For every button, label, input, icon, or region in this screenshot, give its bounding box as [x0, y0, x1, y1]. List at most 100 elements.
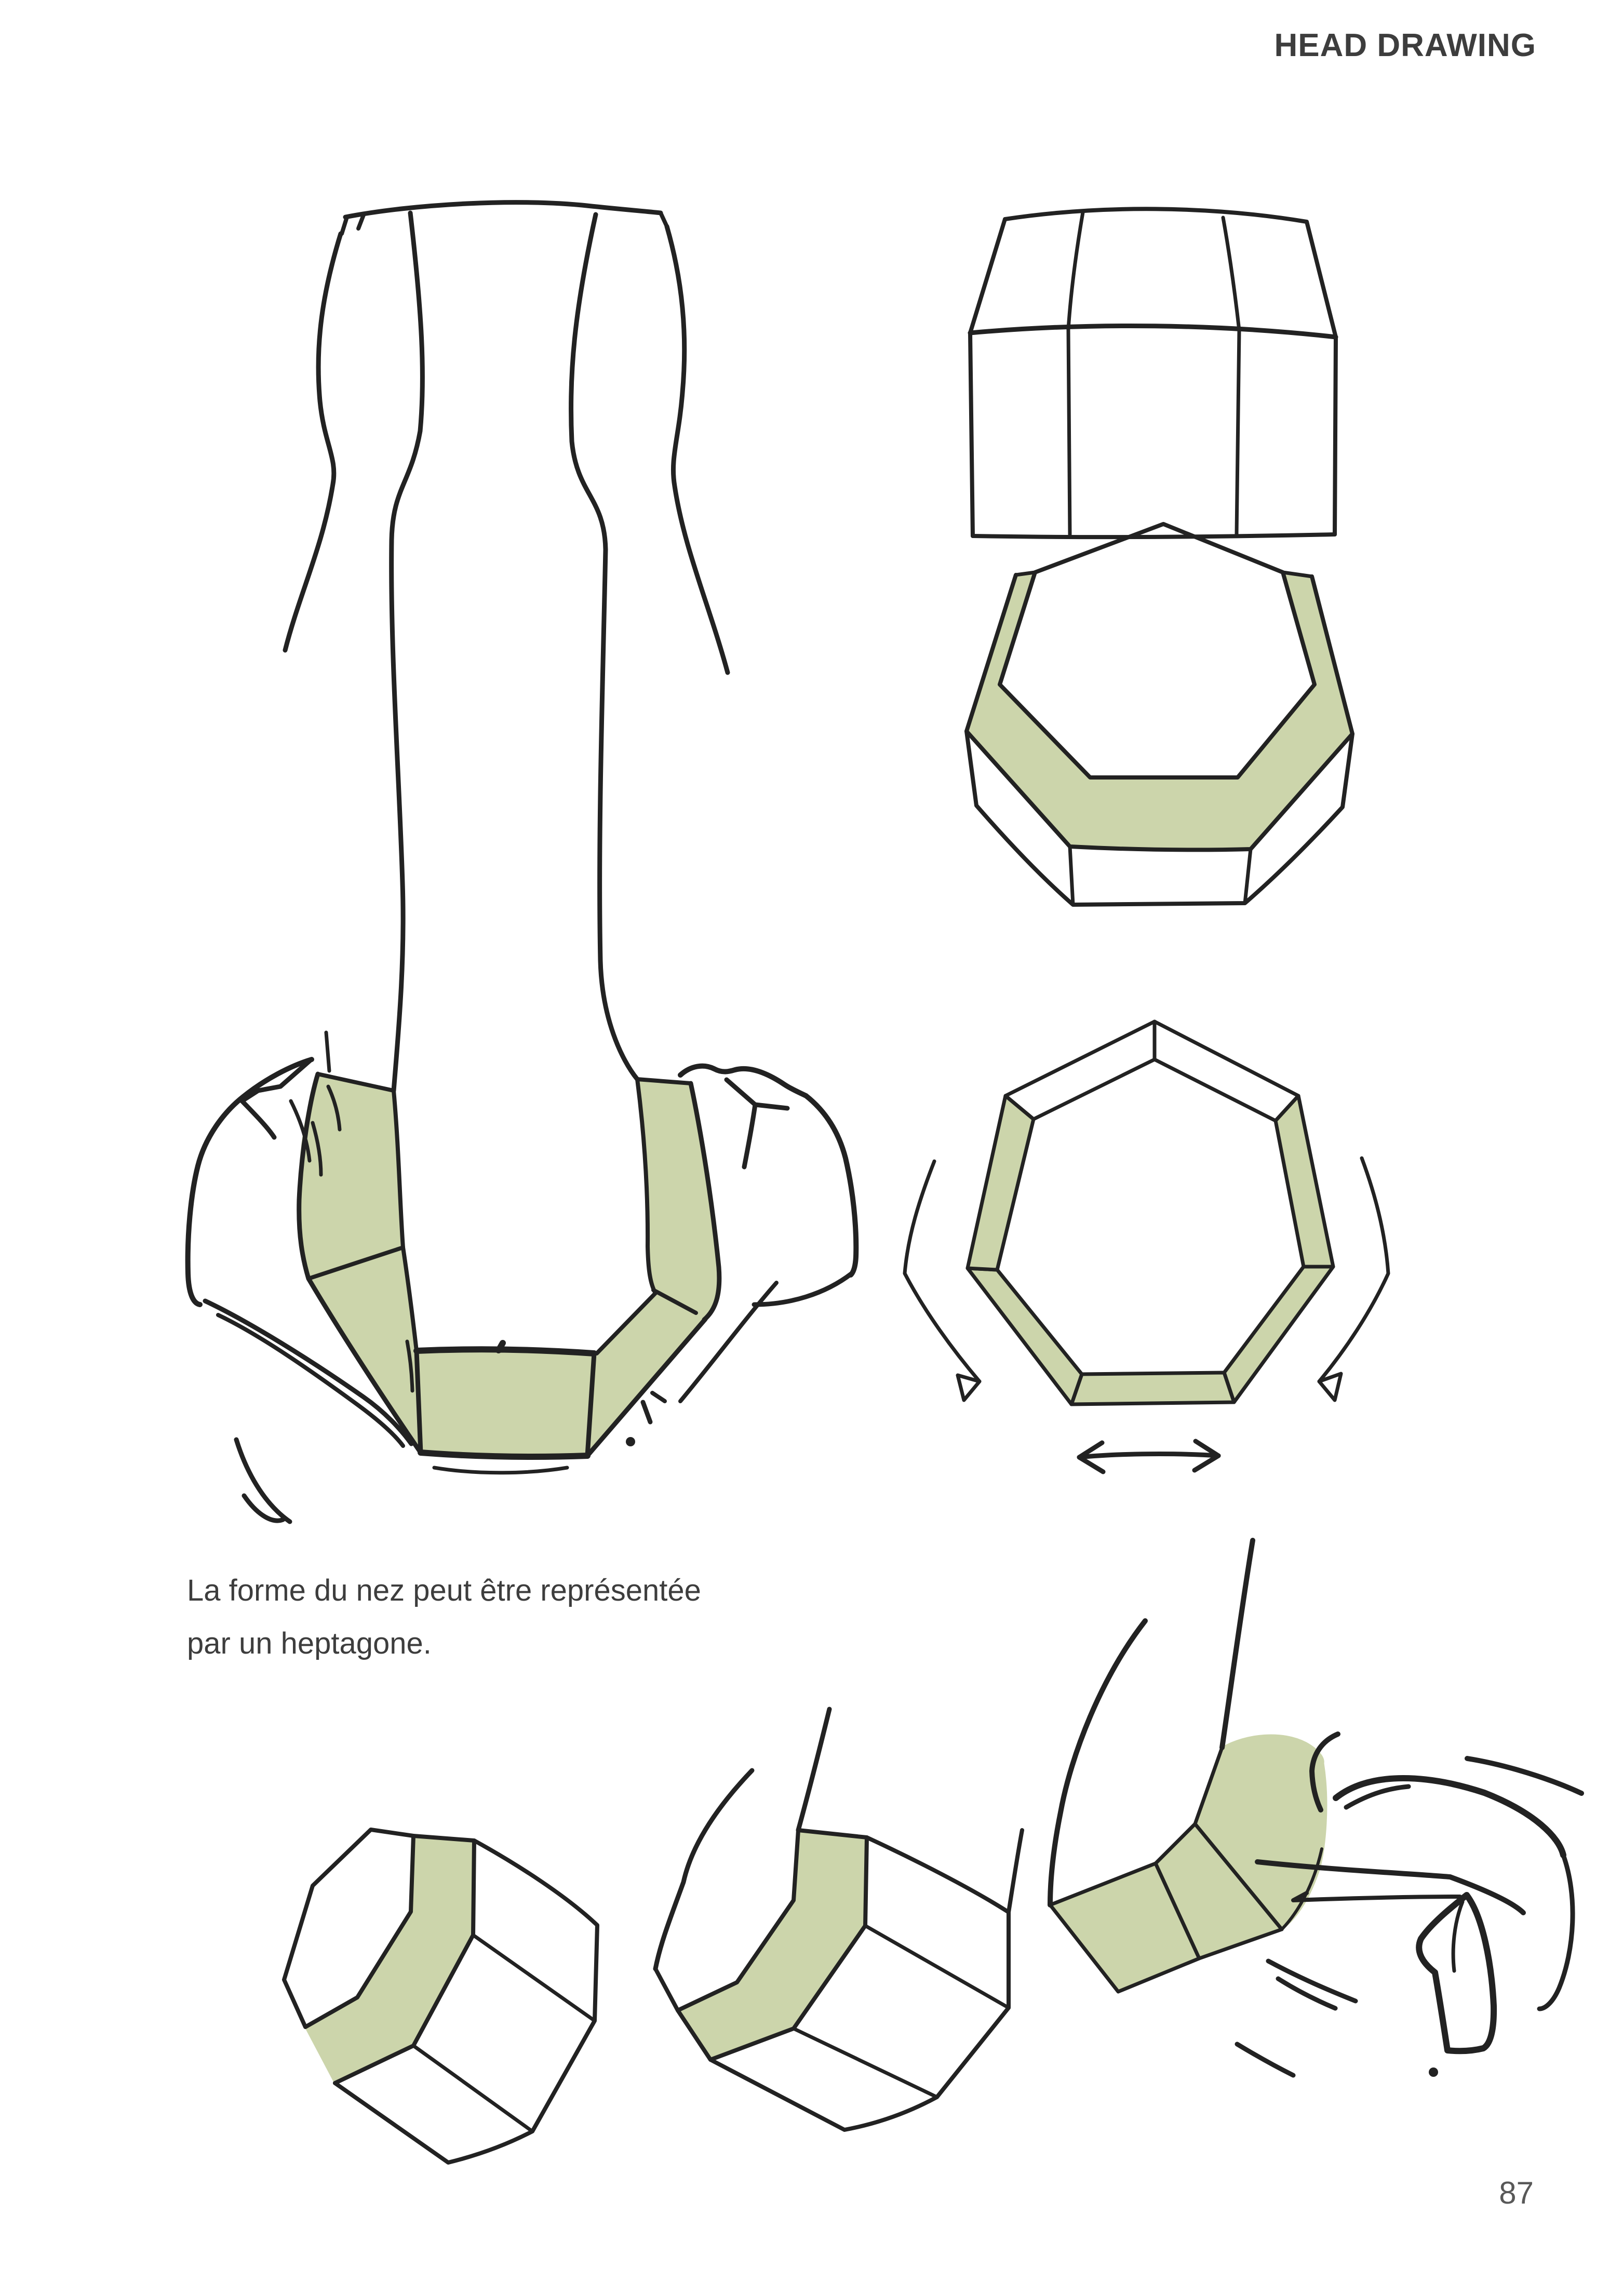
tip-plane-right-edge: [585, 1351, 597, 1458]
prism-wall-divider-right: [1243, 847, 1253, 905]
bridge-contour-right: [568, 212, 640, 1082]
front-nose-left-plane: [298, 1073, 404, 1280]
nostril-wing-right-y-mark: [724, 1077, 790, 1170]
sketch-cheek-line: [1465, 1756, 1584, 1796]
band-outer-edge-left: [297, 1071, 423, 1455]
figure-heptagon-ring: [903, 1019, 1390, 1474]
bridge-block-ridge-1: [863, 1924, 1011, 2010]
ring-panel-left: [965, 1094, 1036, 1272]
block-ridge-2: [411, 2044, 534, 2133]
tip-plane-left-edge: [414, 1348, 423, 1455]
sketch-smile-scribble-1: [1266, 1958, 1358, 2011]
box-front-right-edge: [1333, 335, 1338, 536]
bridge-block-inner-rail: [653, 1828, 800, 2012]
sketch-nostril-inner-line: [1451, 1900, 1465, 1973]
nostril-wing-left-outline: [185, 1057, 314, 1307]
ring-panel-lower-left: [965, 1266, 1084, 1406]
sketch-band-inner-rail: [1048, 1746, 1224, 1907]
block-face-outline: [282, 1828, 415, 2029]
band-top-edge-right: [635, 1077, 693, 1085]
left-rotation-arrow-icon: [903, 1159, 982, 1402]
band-inner-edge-right: [635, 1077, 658, 1295]
ring-panel-bottom: [1069, 1371, 1236, 1406]
sketch-dot: [1429, 2067, 1438, 2077]
nostril-wing-left-zigzag: [239, 1058, 313, 1140]
bridge-block-ridge-2: [792, 2026, 939, 2099]
nostril-wing-left-hatch-3: [326, 1084, 342, 1132]
band-bevel-inner-right: [595, 1291, 658, 1355]
front-nose-bottom-plane: [415, 1350, 595, 1457]
figure-planes-box: [968, 207, 1338, 540]
bridge-line-left: [653, 1768, 755, 1971]
figure-nose-sketch-three-quarter: [1048, 1538, 1584, 2078]
brow-notch-right: [659, 211, 669, 229]
bridge-line-right: [1007, 1828, 1024, 1914]
box-front-left-edge: [968, 331, 975, 538]
figure-nose-block-with-bridge: [653, 1707, 1024, 2132]
caption: La forme du nez peut être représentée pa…: [187, 1564, 966, 1670]
figure-nose-block-three-quarter: [282, 1828, 599, 2165]
sketch-crease-line: [1255, 1859, 1526, 1915]
sketch-wing-inner-line: [1344, 1784, 1411, 1810]
tip-plane-top-edge: [413, 1340, 597, 1357]
brow-line: [343, 200, 663, 220]
figure-front-nose: [185, 200, 859, 1524]
tip-plane-understroke: [432, 1466, 569, 1475]
prism-corner-connector-right: [1281, 570, 1314, 579]
box-top-edge: [1003, 207, 1309, 224]
band-bevel-outer-right: [585, 1317, 708, 1458]
nostril-dash-right-1: [650, 1391, 667, 1403]
nostril-wing-left-hatch-1: [289, 1099, 312, 1163]
tip-plane-bottom-edge: [418, 1449, 591, 1460]
prism-top-face: [998, 522, 1317, 780]
sketch-bridge-left: [1048, 1618, 1148, 1908]
prism-silhouette: [964, 573, 1354, 907]
sketch-green-ball: [1194, 1734, 1327, 1930]
box-front-top-edge: [968, 323, 1338, 340]
right-rotation-arrow-icon: [1317, 1156, 1390, 1402]
nostril-wing-right-outline: [678, 1063, 859, 1278]
bridge-contour-left: [389, 210, 425, 1093]
band-knuckle-left: [306, 1245, 405, 1281]
box-top-left-slant: [968, 217, 1007, 335]
box-front-bottom-edge: [971, 532, 1337, 540]
block-ridge-1: [471, 1933, 597, 2023]
orbital-contour-left: [283, 231, 343, 653]
prism-green-bottom: [1069, 776, 1252, 850]
band-outer-edge-right: [688, 1081, 722, 1322]
prism-green-bevel-left: [965, 683, 1091, 848]
nostril-scribble-left: [234, 1437, 292, 1524]
nostril-wing-left-bottom-1: [203, 1298, 414, 1446]
bridge-line-center: [796, 1707, 832, 1833]
box-top-divider-1: [1066, 210, 1085, 331]
orbital-contour-right: [664, 224, 730, 675]
box-front-divider-2: [1235, 328, 1241, 536]
nostril-dash-right-2: [640, 1400, 653, 1425]
page-number: 87: [1499, 2176, 1534, 2210]
sketch-wing-right-edge: [1537, 1852, 1575, 2011]
ring-panel-lower-right: [1222, 1265, 1335, 1404]
box-top-divider-2: [1221, 216, 1241, 332]
band-knuckle-right: [651, 1288, 698, 1315]
nostril-wing-left-hatch-2: [311, 1121, 323, 1177]
sketch-curl-stroke: [1309, 1731, 1340, 1812]
sketch-smile-scribble-2: [1235, 2042, 1296, 2078]
ring-panel-right: [1273, 1094, 1335, 1269]
ring-panel-top-right: [1152, 1019, 1300, 1123]
caption-line-2: par un heptagone.: [187, 1626, 432, 1660]
sketch-band-division-2: [1153, 1861, 1201, 1961]
nostril-wing-right-bottom-2: [678, 1281, 779, 1403]
block-silhouette: [333, 1838, 599, 2165]
page-title: HEAD DRAWING: [1274, 28, 1536, 63]
sketch-bridge-right: [1219, 1538, 1255, 1750]
band-inner-edge-left: [392, 1089, 419, 1353]
nostril-wing-left-tick: [324, 1030, 331, 1073]
ring-panel-top-left: [1003, 1019, 1157, 1121]
sketch-wing-top-line: [1333, 1775, 1566, 1858]
front-nose-right-bevel: [586, 1292, 706, 1457]
nostril-wing-right-bottom-1: [752, 1271, 854, 1307]
front-nose-left-bevel: [307, 1246, 422, 1454]
width-arrow-icon: [1077, 1439, 1221, 1474]
caption-line-1: La forme du nez peut être représentée: [187, 1574, 701, 1607]
